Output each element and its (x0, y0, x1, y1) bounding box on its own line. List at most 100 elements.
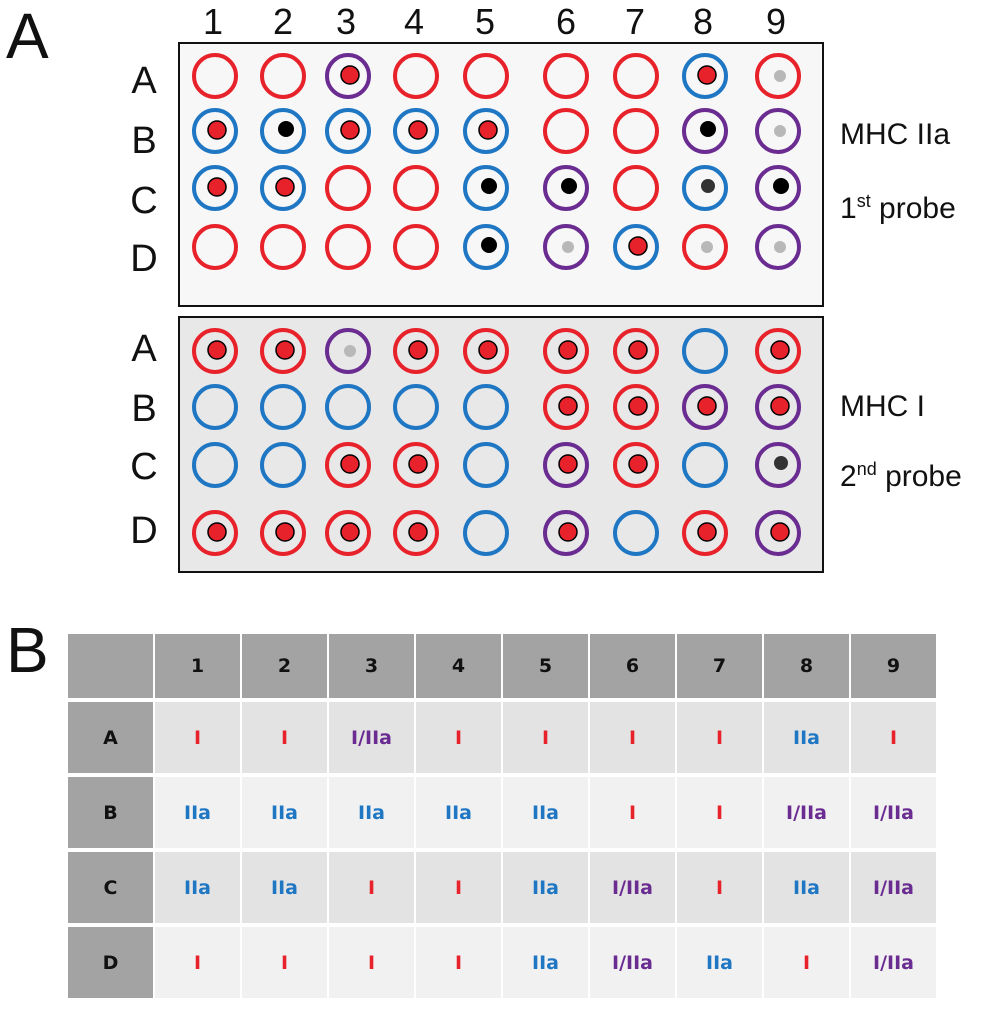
table-cell: IIa (503, 927, 588, 998)
table-cell: I (329, 852, 414, 923)
well-circle (682, 384, 728, 430)
table-cell: I (677, 702, 762, 773)
column-label: 1 (202, 1, 224, 42)
table-cell: IIa (503, 777, 588, 848)
well-circle (682, 442, 728, 488)
red-spot (275, 522, 295, 542)
probe2-ordinal-suffix: nd (856, 459, 877, 479)
column-label: 6 (555, 1, 577, 42)
well-circle (463, 384, 509, 430)
well-circle (755, 53, 801, 99)
well-circle (260, 224, 306, 270)
fiber-type-table: 1 2 3 4 5 6 7 8 9 A I I I/IIa I I I I II… (66, 630, 938, 1002)
row-label: A (131, 328, 157, 370)
well-circle (543, 442, 589, 488)
well-circle (325, 108, 371, 154)
row-label: C (130, 446, 158, 488)
well-circle (755, 384, 801, 430)
well-circle (393, 224, 439, 270)
table-cell: IIa (155, 852, 240, 923)
table-corner (68, 634, 153, 698)
well-circle (613, 165, 659, 211)
table-row-header: A (68, 702, 153, 773)
well-circle (192, 53, 238, 99)
well-circle (682, 224, 728, 270)
well-circle (543, 328, 589, 374)
red-spot (275, 340, 295, 360)
blot-mhc-iia (178, 42, 824, 307)
well-circle (393, 328, 439, 374)
table-cell: I (155, 702, 240, 773)
red-spot (628, 396, 648, 416)
table-cell: I/IIa (851, 777, 936, 848)
well-circle (755, 165, 801, 211)
red-spot (558, 340, 578, 360)
table-cell: IIa (503, 852, 588, 923)
red-spot (340, 454, 360, 474)
faint-spot (562, 241, 574, 253)
table-cell: I (242, 702, 327, 773)
well-circle (192, 224, 238, 270)
red-spot (207, 340, 227, 360)
red-spot (697, 396, 717, 416)
red-spot (408, 340, 428, 360)
column-label: 8 (692, 1, 714, 42)
probe1-ordinal-suffix: st (856, 191, 871, 211)
well-circle (755, 510, 801, 556)
table-row: B IIa IIa IIa IIa IIa I I I/IIa I/IIa (68, 777, 936, 848)
well-circle (192, 510, 238, 556)
row-label: D (130, 510, 158, 552)
well-circle (192, 165, 238, 211)
well-circle (463, 108, 509, 154)
table-col-header: 2 (242, 634, 327, 698)
row-label: B (131, 388, 157, 430)
table-col-header: 7 (677, 634, 762, 698)
well-circle (260, 442, 306, 488)
table-row: C IIa IIa I I IIa I/IIa I IIa I/IIa (68, 852, 936, 923)
well-circle (260, 328, 306, 374)
table-cell: I/IIa (851, 852, 936, 923)
table-cell: IIa (329, 777, 414, 848)
probe2-ordinal: 2 (840, 460, 857, 493)
well-circle (393, 510, 439, 556)
table-col-header: 5 (503, 634, 588, 698)
well-circle (325, 510, 371, 556)
well-circle (463, 328, 509, 374)
table-cell: I/IIa (764, 777, 849, 848)
red-spot (408, 454, 428, 474)
well-circle (613, 328, 659, 374)
well-circle (755, 328, 801, 374)
red-spot (207, 522, 227, 542)
well-circle (260, 108, 306, 154)
black-spot (481, 178, 497, 194)
table-header-row: 1 2 3 4 5 6 7 8 9 (68, 634, 936, 698)
red-spot (770, 522, 790, 542)
well-circle (682, 108, 728, 154)
table-cell: I (764, 927, 849, 998)
table-cell: I (329, 927, 414, 998)
well-circle (192, 384, 238, 430)
table-row: A I I I/IIa I I I I IIa I (68, 702, 936, 773)
table-cell: IIa (242, 852, 327, 923)
table-col-header: 1 (155, 634, 240, 698)
well-circle (613, 442, 659, 488)
table-cell: IIa (242, 777, 327, 848)
red-spot (275, 177, 295, 197)
well-circle (260, 53, 306, 99)
row-label: B (131, 120, 157, 162)
well-circle (755, 224, 801, 270)
red-spot (697, 522, 717, 542)
probe1-label: 1st probe (840, 191, 956, 224)
black-spot (700, 121, 716, 137)
well-circle (543, 53, 589, 99)
well-circle (543, 510, 589, 556)
well-circle (613, 53, 659, 99)
black-spot (701, 179, 715, 193)
probe2-label: 2nd probe (840, 459, 962, 493)
table-row: D I I I I IIa I/IIa IIa I I/IIa (68, 927, 936, 998)
table-cell: IIa (764, 702, 849, 773)
probe2-title: MHC I (840, 390, 925, 423)
probe1-title: MHC IIa (840, 118, 951, 151)
table-cell: I (416, 702, 501, 773)
faint-spot (774, 125, 786, 137)
